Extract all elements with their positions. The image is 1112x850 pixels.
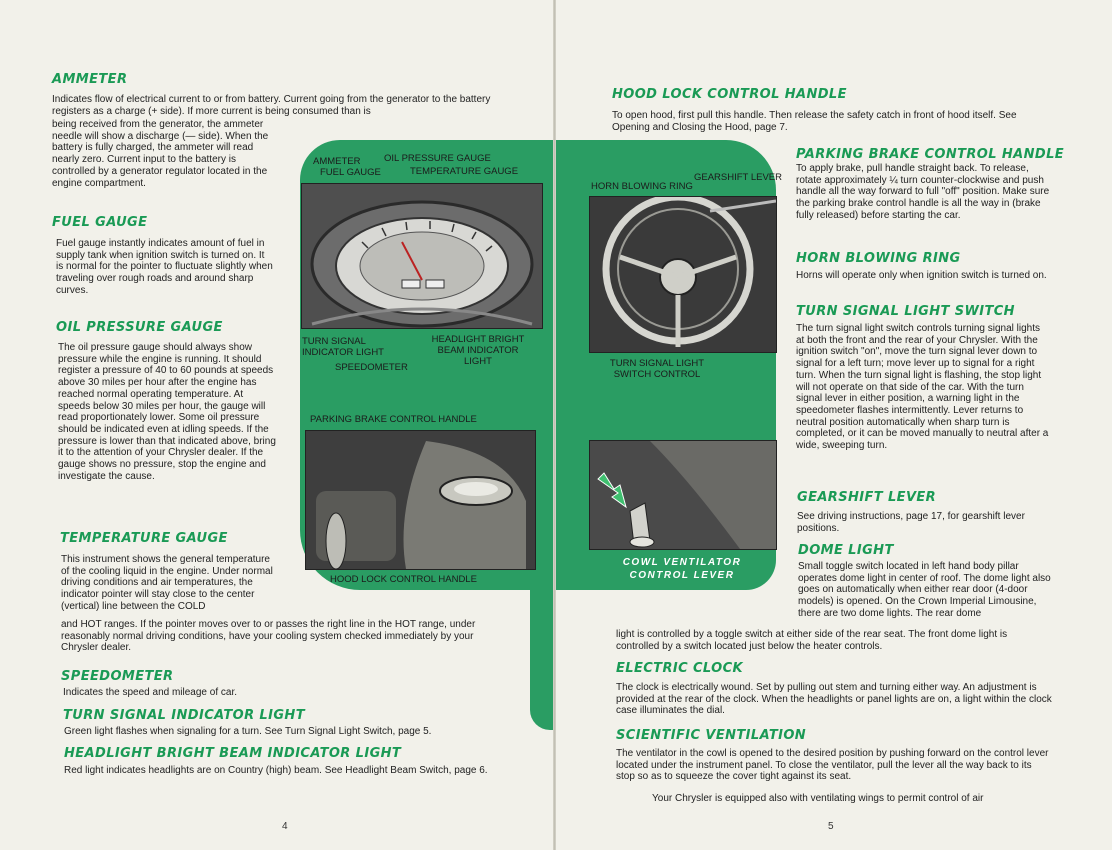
oil-pressure-heading: OIL PRESSURE GAUGE xyxy=(56,320,223,335)
caption-horn-ring: HORN BLOWING RING xyxy=(591,181,693,192)
caption-fuel-gauge: FUEL GAUGE xyxy=(320,167,381,178)
fuel-gauge-text: Fuel gauge instantly indicates amount of… xyxy=(56,238,273,296)
instrument-cluster-photo xyxy=(301,183,543,329)
dome-light-heading: DOME LIGHT xyxy=(798,543,894,558)
ammeter-heading: AMMETER xyxy=(52,72,128,87)
hood-lock-text: To open hood, first pull this handle. Th… xyxy=(612,110,1017,133)
gearshift-heading: GEARSHIFT LEVER xyxy=(797,490,937,505)
horn-ring-text: Horns will operate only when ignition sw… xyxy=(796,270,1047,281)
temperature-heading: TEMPERATURE GAUGE xyxy=(60,531,228,546)
dome-light-text: Small toggle switch located in left hand… xyxy=(798,561,1051,619)
parking-brake-illustration xyxy=(306,431,535,569)
caption-temperature: TEMPERATURE GAUGE xyxy=(410,166,519,177)
dome-light-text-full: light is controlled by a toggle switch a… xyxy=(616,629,1008,652)
caption-hood-lock: HOOD LOCK CONTROL HANDLE xyxy=(330,574,477,585)
parking-brake-photo xyxy=(305,430,536,570)
steering-wheel-photo xyxy=(589,196,777,353)
caption-parking-brake: PARKING BRAKE CONTROL HANDLE xyxy=(310,414,477,425)
caption-cowl-ventilator: COWL VENTILATOR CONTROL LEVER xyxy=(622,557,742,581)
ventilation-text-last: Your Chrysler is equipped also with vent… xyxy=(652,793,984,804)
hood-lock-heading: HOOD LOCK CONTROL HANDLE xyxy=(612,87,847,102)
caption-speedometer: SPEEDOMETER xyxy=(335,362,408,373)
cowl-ventilator-photo xyxy=(589,440,777,550)
gearshift-text: See driving instructions, page 17, for g… xyxy=(797,511,1025,534)
turn-signal-switch-text: The turn signal light switch controls tu… xyxy=(796,323,1049,452)
caption-turn-signal-indicator: TURN SIGNAL INDICATOR LIGHT xyxy=(302,336,384,358)
speedometer-text: Indicates the speed and mileage of car. xyxy=(63,687,238,698)
green-brush-left-lower xyxy=(530,580,553,730)
caption-ammeter: AMMETER xyxy=(313,156,361,167)
cowl-ventilator-illustration xyxy=(590,441,776,549)
electric-clock-text: The clock is electrically wound. Set by … xyxy=(616,682,1052,717)
caption-oil-pressure: OIL PRESSURE GAUGE xyxy=(384,153,491,164)
caption-turn-signal-switch: TURN SIGNAL LIGHT SWITCH CONTROL xyxy=(609,358,705,380)
turn-signal-switch-heading: TURN SIGNAL LIGHT SWITCH xyxy=(796,304,1015,319)
headlight-beam-text: Red light indicates headlights are on Co… xyxy=(64,765,488,776)
temperature-text: This instrument shows the general temper… xyxy=(61,554,273,612)
horn-ring-heading: HORN BLOWING RING xyxy=(796,251,961,266)
headlight-beam-heading: HEADLIGHT BRIGHT BEAM INDICATOR LIGHT xyxy=(64,746,402,761)
speedometer-heading: SPEEDOMETER xyxy=(61,669,174,684)
turn-signal-indicator-text: Green light flashes when signaling for a… xyxy=(64,726,432,737)
ventilation-heading: SCIENTIFIC VENTILATION xyxy=(616,728,807,743)
steering-wheel-illustration xyxy=(590,197,776,352)
parking-brake-text: To apply brake, pull handle straight bac… xyxy=(796,163,1050,221)
fuel-gauge-heading: FUEL GAUGE xyxy=(52,215,148,230)
page-gutter xyxy=(553,0,556,850)
turn-signal-indicator-heading: TURN SIGNAL INDICATOR LIGHT xyxy=(63,708,305,723)
page-number-left: 4 xyxy=(282,821,288,832)
ammeter-text-full: Indicates flow of electrical current to … xyxy=(52,94,491,117)
electric-clock-heading: ELECTRIC CLOCK xyxy=(616,661,743,676)
instrument-cluster-illustration xyxy=(302,184,542,328)
caption-headlight-beam: HEADLIGHT BRIGHT BEAM INDICATOR LIGHT xyxy=(431,334,525,367)
parking-brake-heading: PARKING BRAKE CONTROL HANDLE xyxy=(796,147,1065,162)
oil-pressure-text: The oil pressure gauge should always sho… xyxy=(58,342,276,482)
page-number-right: 5 xyxy=(828,821,834,832)
caption-gearshift: GEARSHIFT LEVER xyxy=(694,172,782,183)
ammeter-text: being received from the generator, the a… xyxy=(52,119,269,189)
temperature-text-full: and HOT ranges. If the pointer moves ove… xyxy=(61,619,476,654)
ventilation-text: The ventilator in the cowl is opened to … xyxy=(616,748,1049,783)
